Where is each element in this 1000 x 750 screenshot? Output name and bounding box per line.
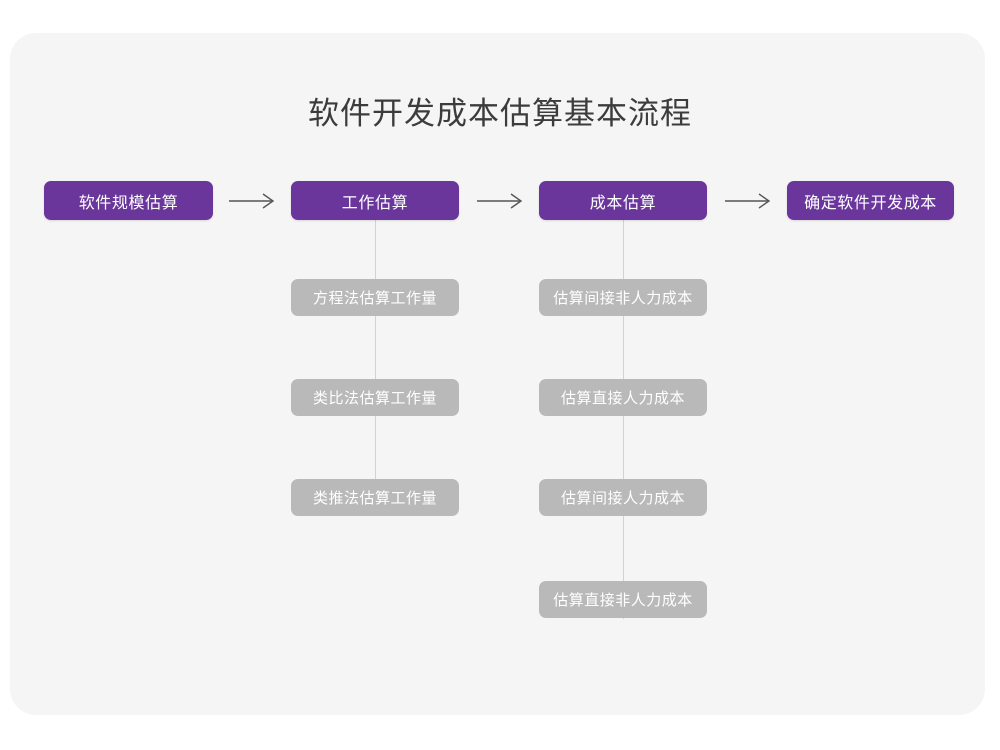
substep-node-stage-3-4[interactable]: 估算直接非人力成本 xyxy=(539,581,707,618)
stage-node-1[interactable]: 软件规模估算 xyxy=(44,181,213,220)
substep-node-stage-2-3[interactable]: 类推法估算工作量 xyxy=(291,479,459,516)
arrow-right-icon-3 xyxy=(724,191,772,211)
substep-node-stage-3-2[interactable]: 估算直接人力成本 xyxy=(539,379,707,416)
stage-node-3[interactable]: 成本估算 xyxy=(539,181,707,220)
substep-node-stage-2-1[interactable]: 方程法估算工作量 xyxy=(291,279,459,316)
substep-node-stage-3-3[interactable]: 估算间接人力成本 xyxy=(539,479,707,516)
arrow-right-icon-1 xyxy=(228,191,276,211)
connector-line-stage-2 xyxy=(374,220,376,516)
connector-line-stage-3 xyxy=(622,220,624,619)
stage-node-2[interactable]: 工作估算 xyxy=(291,181,459,220)
page-title: 软件开发成本估算基本流程 xyxy=(308,96,692,131)
substep-node-stage-3-1[interactable]: 估算间接非人力成本 xyxy=(539,279,707,316)
substep-node-stage-2-2[interactable]: 类比法估算工作量 xyxy=(291,379,459,416)
stage-node-4[interactable]: 确定软件开发成本 xyxy=(787,181,954,220)
arrow-right-icon-2 xyxy=(476,191,524,211)
diagram-card xyxy=(10,33,985,715)
